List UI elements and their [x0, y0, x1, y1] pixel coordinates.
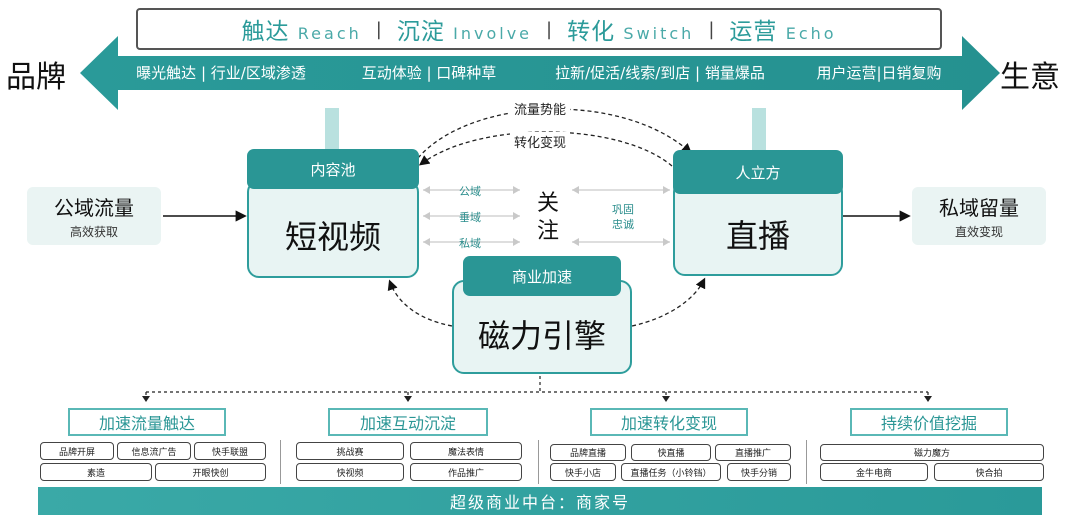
banner-separator: | — [708, 18, 716, 40]
private-traffic-box: 私域留量 直效变现 — [912, 187, 1046, 245]
product-pill: 品牌开屏 — [40, 442, 114, 460]
content-pool-tab: 内容池 — [247, 149, 419, 189]
band-segment: 用户运营|日销复购 — [816, 64, 942, 82]
product-pill: 挑战赛 — [296, 442, 404, 460]
product-pill: 快手联盟 — [194, 442, 266, 460]
pillar-left — [325, 108, 339, 150]
banner-item-involve: 沉淀 Involve — [396, 19, 533, 45]
center-right-item: 忠诚 — [612, 218, 634, 231]
arc-label-conversion: 转化变现 — [510, 132, 571, 151]
public-traffic-title: 公域流量 — [54, 196, 134, 220]
left-label-brand: 品牌 — [6, 60, 66, 95]
band-segment: 拉新/促活/线索/到店 | 销量爆品 — [555, 64, 765, 82]
category-header: 加速流量触达 — [68, 408, 226, 436]
group-divider — [280, 440, 281, 484]
pillar-right — [752, 108, 766, 150]
short-video-box: 短视频 — [247, 180, 419, 278]
group-divider — [806, 440, 807, 484]
live-streaming-box: 直播 — [673, 180, 843, 276]
arc-label-traffic-momentum: 流量势能 — [510, 99, 571, 118]
public-traffic-subtitle: 高效获取 — [69, 225, 118, 239]
top-banner: 触达 Reach | 沉淀 Involve | 转化 Switch | 运营 E… — [136, 8, 942, 50]
band-segment: 曝光触达 | 行业/区域渗透 — [136, 64, 306, 82]
banner-separator: | — [546, 18, 554, 40]
product-pill: 磁力魔方 — [820, 444, 1044, 461]
product-pill: 魔法表情 — [410, 442, 522, 460]
product-pill: 素造 — [40, 463, 152, 481]
business-acceleration-tab: 商业加速 — [463, 256, 621, 296]
center-left-item: 私域 — [459, 237, 481, 250]
product-pill: 快手分销 — [727, 463, 791, 481]
banner-item-reach: 触达 Reach — [241, 19, 362, 45]
band-segment: 互动体验 | 口碑种草 — [361, 64, 497, 82]
product-pill: 直播推广 — [715, 444, 791, 461]
product-pill: 快视频 — [296, 463, 404, 481]
product-pill: 金牛电商 — [820, 463, 928, 481]
banner-separator: | — [375, 18, 383, 40]
people-cube-tab: 人立方 — [673, 150, 843, 194]
center-left-item: 垂域 — [459, 211, 481, 224]
category-header: 加速转化变现 — [590, 408, 748, 436]
double-arrow-band — [80, 36, 1000, 110]
product-pill: 快直播 — [631, 444, 711, 461]
center-right-item: 巩固 — [612, 203, 634, 216]
product-pill: 信息流广告 — [117, 442, 191, 460]
product-pill: 开眼快创 — [155, 463, 266, 481]
private-traffic-title: 私域留量 — [939, 196, 1019, 220]
product-pill: 快手小店 — [550, 463, 616, 481]
private-traffic-subtitle: 直效变现 — [954, 225, 1003, 239]
follow-label: 关 注 — [536, 191, 559, 244]
center-left-item: 公域 — [459, 185, 481, 198]
banner-item-switch: 转化 Switch — [567, 19, 695, 45]
right-label-business: 生意 — [1000, 60, 1060, 95]
product-pill: 品牌直播 — [550, 444, 626, 461]
super-business-platform-bar: 超级商业中台：商家号 — [38, 487, 1042, 515]
product-pill: 直播任务（小铃铛） — [621, 463, 721, 481]
public-traffic-box: 公域流量 高效获取 — [27, 187, 161, 245]
product-pill: 快合拍 — [934, 463, 1044, 481]
category-header: 持续价值挖掘 — [850, 408, 1008, 436]
group-divider — [538, 440, 539, 484]
category-header: 加速互动沉淀 — [328, 408, 488, 436]
product-pill: 作品推广 — [410, 463, 522, 481]
banner-item-echo: 运营 Echo — [729, 19, 837, 45]
